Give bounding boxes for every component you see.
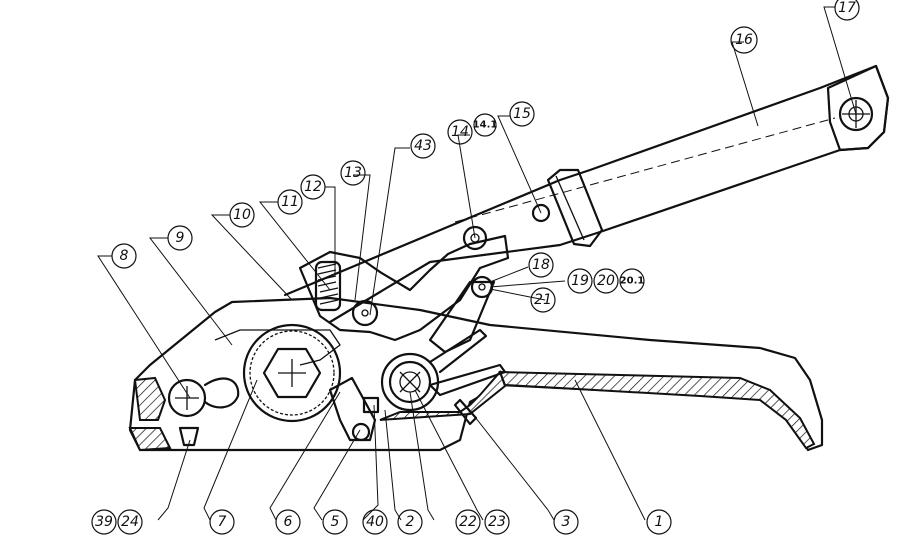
svg-text:6: 6 [284,514,293,530]
callout-15: 15 [509,101,535,127]
svg-text:22: 22 [459,514,477,530]
svg-text:13: 13 [344,165,362,181]
callout-11: 11 [277,189,303,215]
svg-text:2: 2 [406,514,415,530]
callout-18: 18 [528,252,554,278]
svg-text:21: 21 [534,292,552,308]
callout-22: 22 [455,509,481,535]
callout-23: 23 [484,509,510,535]
callout-20: 20 [593,268,619,294]
svg-text:18: 18 [532,257,550,273]
screw-24 [178,426,200,447]
base-frame [128,296,824,452]
leader-lines [97,6,857,521]
spring-12 [314,260,342,312]
svg-text:14.1: 14.1 [473,120,498,131]
svg-text:17: 17 [838,0,856,16]
svg-text:8: 8 [120,248,129,264]
callout-7: 7 [209,509,235,535]
svg-text:23: 23 [488,514,506,530]
callout-43: 43 [410,133,436,159]
pivot-bolt-8 [167,377,240,418]
callout-9: 9 [167,225,193,251]
callout-14-1: 14.1 [473,113,498,137]
svg-text:3: 3 [562,514,571,530]
svg-text:43: 43 [414,138,432,154]
svg-text:7: 7 [218,514,227,530]
callout-6: 6 [275,509,301,535]
svg-text:39: 39 [95,514,113,530]
callout-20-1: 20.1 [619,268,645,294]
svg-text:16: 16 [735,32,753,48]
callout-39: 39 [91,509,117,535]
svg-text:9: 9 [176,230,185,246]
callout-14: 14 [447,119,473,145]
svg-text:20.1: 20.1 [620,276,645,287]
svg-text:1: 1 [655,514,664,530]
callout-21: 21 [530,287,556,313]
svg-text:20: 20 [597,273,615,289]
callout-19: 19 [567,268,593,294]
callout-12: 12 [300,174,326,200]
svg-text:5: 5 [331,514,340,530]
callout-2: 2 [397,509,423,535]
callout-24: 24 [117,509,143,535]
svg-text:12: 12 [304,179,322,195]
svg-text:14: 14 [451,124,469,140]
svg-text:40: 40 [366,514,384,530]
callout-1: 1 [646,509,672,535]
svg-text:11: 11 [281,194,299,210]
svg-text:24: 24 [121,514,139,530]
callout-40: 40 [362,509,388,535]
pawl-5 [328,376,380,442]
callout-13: 13 [340,160,366,186]
svg-text:10: 10 [233,207,251,223]
handle-lever [283,64,890,342]
callout-3: 3 [553,509,579,535]
callout-16: 16 [730,26,758,54]
svg-text:19: 19 [571,273,589,289]
svg-text:15: 15 [513,106,531,122]
callout-17: 17 [834,0,860,21]
callout-5: 5 [322,509,348,535]
callout-8: 8 [111,243,137,269]
feed-wheel [242,323,342,423]
callout-10: 10 [229,202,255,228]
